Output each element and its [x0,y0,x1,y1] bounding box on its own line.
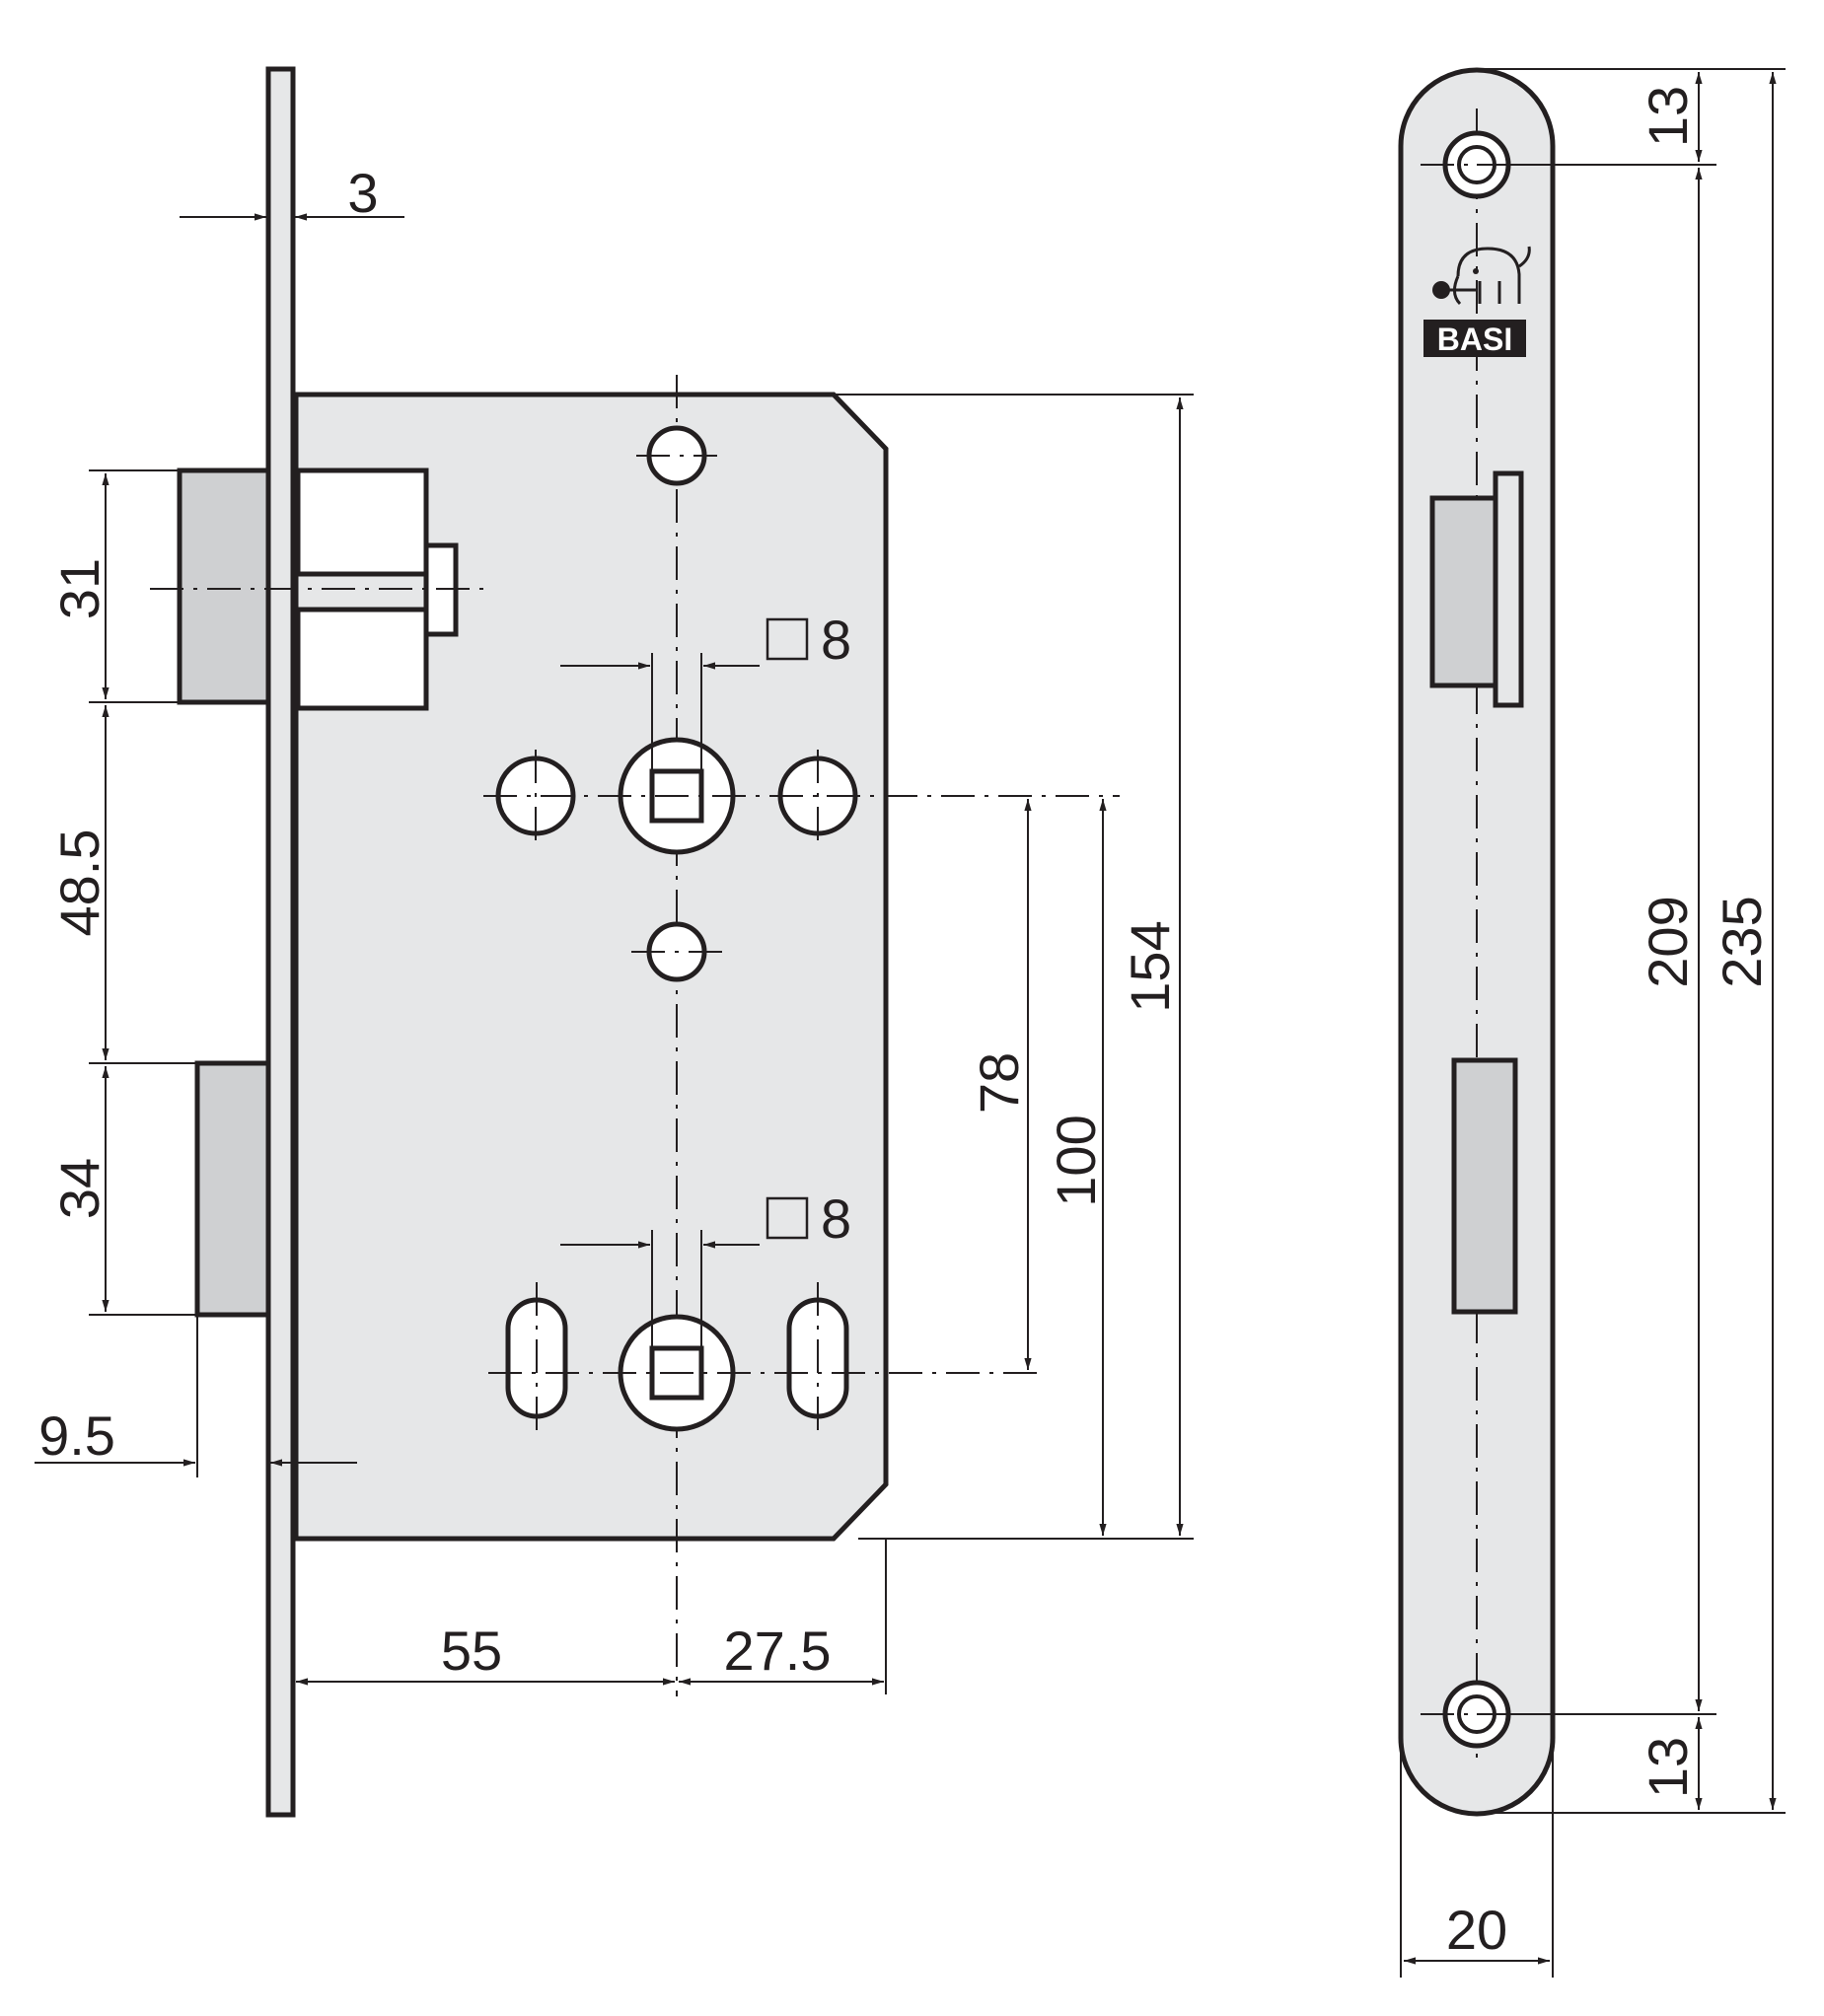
dim-spindle-square-bottom: 8 [821,1188,851,1250]
front-view: BASI 13 209 13 235 20 [1398,67,1786,1978]
square-symbol-top [766,617,809,661]
dim-faceplate-top-hole: 13 [1637,86,1699,147]
latch-housing-bottom [295,607,429,711]
dim-faceplate-width: 20 [1446,1899,1507,1961]
dim-backset: 55 [441,1620,502,1682]
dim-faceplate-hole-spacing: 209 [1637,896,1699,987]
brand-name: BASI [1437,322,1512,357]
dead-bolt [194,1060,271,1318]
dim-case-height: 154 [1119,920,1181,1012]
dim-spindle-square-top: 8 [821,609,851,671]
dim-lever-to-case-bottom: 100 [1045,1115,1107,1206]
dim-bolt-height: 34 [48,1158,110,1219]
latch-bolt [177,468,271,705]
elephant-key-icon [1432,246,1531,306]
dim-faceplate-length: 235 [1711,896,1773,987]
brand-plate [1423,320,1526,357]
latch-opening-lip [1493,470,1524,708]
side-view: 3 31 48.5 34 9.5 55 27.5 8 [35,66,1194,1818]
dim-faceplate-bottom-hole: 13 [1637,1737,1699,1798]
dim-latch-height: 31 [48,558,110,619]
latch-housing-top [295,468,429,577]
dim-latch-bolt-gap: 48.5 [48,829,110,937]
bolt-opening [1451,1057,1518,1315]
dim-faceplate-thickness: 3 [347,162,378,224]
square-symbol-bottom [766,1196,809,1240]
dim-case-offset: 27.5 [724,1620,832,1682]
dim-bolt-throw: 9.5 [38,1404,115,1467]
dim-lever-to-turn: 78 [968,1052,1030,1114]
latch-opening [1429,495,1498,688]
faceplate-edge [265,66,296,1818]
